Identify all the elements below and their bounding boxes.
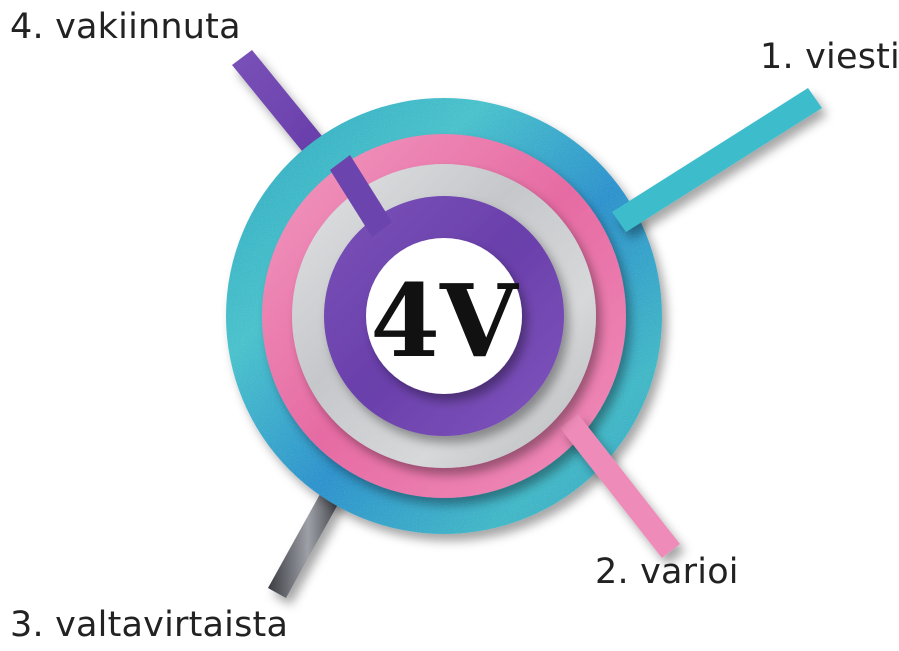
label-step-1: 1. viesti — [760, 37, 899, 77]
label-step-4: 4. vakiinnuta — [10, 7, 241, 47]
center-disc — [366, 238, 522, 394]
label-step-3: 3. valtavirtaista — [10, 605, 289, 645]
bar-vakiinnuta-overlap — [330, 155, 392, 237]
bar-viesti — [612, 88, 822, 232]
label-step-2: 2. varioi — [595, 552, 739, 592]
logo-4v: 4V — [370, 262, 519, 380]
bar-varioi — [560, 414, 680, 558]
